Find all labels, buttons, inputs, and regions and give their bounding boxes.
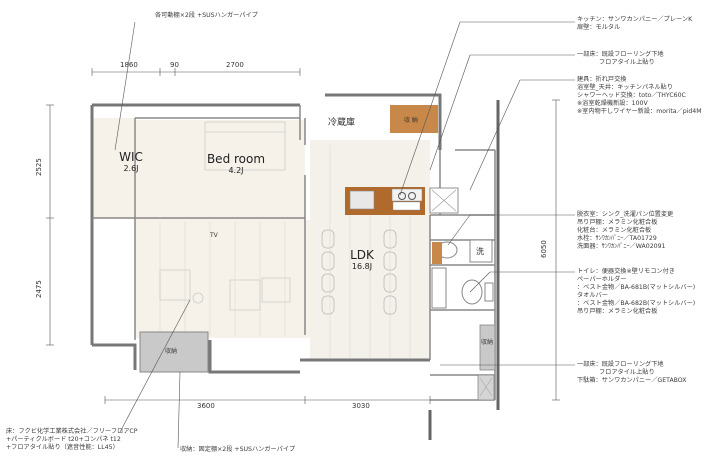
room-area: 2.6J bbox=[123, 164, 139, 173]
note-line: タオルバー bbox=[577, 292, 608, 299]
room-name: WIC bbox=[119, 150, 143, 164]
note-bath: 建具：折れ戸交換 浴室壁_天井：キッチンパネル貼り シャワーヘッド交換：toto… bbox=[577, 76, 702, 116]
storage-label: 収 納 bbox=[404, 117, 418, 124]
note-floor-2: 一部床：既設フローリング下地 フロアタイル上貼り 下駄箱：サンワカンパニー／GE… bbox=[577, 361, 687, 385]
storage-gray-box bbox=[139, 331, 209, 373]
room-bedroom: Bed room 4.2J bbox=[200, 152, 272, 176]
note-line: 水栓：ｻﾝﾜｶﾝﾊﾟﾆｰ／TA01729 bbox=[577, 235, 657, 242]
room-name: LDK bbox=[350, 248, 374, 262]
dim-right: 6050 bbox=[540, 240, 548, 258]
note-storage: 収納：固定棚×2段 +SUSハンガーパイプ bbox=[180, 446, 296, 453]
dim-left-2: 2475 bbox=[35, 280, 43, 298]
tv-label: TV bbox=[210, 232, 218, 239]
washer-label: 洗 bbox=[476, 247, 484, 256]
note-line: 浴室壁_天井：キッチンパネル貼り bbox=[577, 84, 673, 91]
note-line: 一部床：既設フローリング下地 bbox=[577, 361, 664, 368]
note-top-center: 各可動棚×2段 +SUSハンガーパイプ bbox=[155, 12, 258, 19]
note-line: 吊り戸棚：メラミン化粧合板 bbox=[577, 219, 658, 226]
dim-top-3: 2700 bbox=[226, 61, 244, 69]
note-line: 扉壁：モルタル bbox=[577, 24, 621, 31]
note-washroom: 脱衣室：シンク_洗濯パン位置変更 吊り戸棚：メラミン化粧合板 化粧台：メラミン化… bbox=[577, 211, 673, 251]
note-line: キッチン：サンワカンパニー／プレーンK bbox=[577, 16, 693, 23]
note-line: 洗面器：ｻﾝﾜｶﾝﾊﾟﾆｰ／WA02091 bbox=[577, 243, 666, 250]
note-line: 脱衣室：シンク_洗濯パン位置変更 bbox=[577, 211, 674, 218]
note-line: 建具：折れ戸交換 bbox=[577, 76, 627, 83]
note-line: フロアタイル上貼り bbox=[599, 59, 655, 66]
room-area: 4.2J bbox=[228, 166, 244, 175]
note-line: ※浴室乾燥機新設：100V bbox=[577, 100, 648, 107]
wic-floor bbox=[92, 118, 134, 218]
note-line: ：ベスト金物／BA-681B(マットシルバー) bbox=[577, 284, 696, 291]
note-line: トイレ：便器交換※壁リモコン付き bbox=[577, 268, 675, 275]
storage-label-2: 収納 bbox=[165, 348, 178, 355]
dim-top-1: 1860 bbox=[120, 61, 138, 69]
storage-box bbox=[390, 105, 438, 133]
note-line: +フロアタイル貼り（遮音性能：LL45） bbox=[6, 444, 119, 451]
note-line: ペーパーホルダー bbox=[577, 276, 627, 283]
living-floor bbox=[135, 220, 310, 338]
fridge-label: 冷蔵庫 bbox=[328, 118, 356, 128]
note-line: +パーティクルボード t20+コンパネ t12 bbox=[6, 436, 121, 443]
note-line: シャワーヘッド交換：toto／THYC60C bbox=[577, 92, 686, 99]
dim-left-1: 2525 bbox=[35, 158, 43, 176]
room-wic: WIC 2.6J bbox=[106, 150, 156, 174]
note-line: フロアタイル上貼り bbox=[599, 369, 655, 376]
note-line: 床：フクビ化学工業株式会社／フリーフロアCP bbox=[6, 428, 138, 435]
note-line: 一部床：既設フローリング下地 bbox=[577, 51, 664, 58]
note-line: 化粧台：メラミン化粧合板 bbox=[577, 227, 652, 234]
note-line: ※室内物干しワイヤー新設：morita／pid4M bbox=[577, 108, 702, 115]
room-name: Bed room bbox=[206, 152, 266, 166]
dim-bottom-2: 3030 bbox=[352, 402, 370, 410]
note-kitchen: キッチン：サンワカンパニー／プレーンK 扉壁：モルタル bbox=[577, 16, 692, 32]
note-line: 下駄箱：サンワカンパニー／GETABOX bbox=[577, 377, 687, 384]
room-area: 16.8J bbox=[351, 262, 373, 271]
room-ldk: LDK 16.8J bbox=[340, 248, 384, 272]
note-floor-spec: 床：フクビ化学工業株式会社／フリーフロアCP +パーティクルボード t20+コン… bbox=[6, 428, 137, 452]
dim-top-2: 90 bbox=[170, 61, 179, 69]
note-line: 吊り戸棚：メラミン化粧合板 bbox=[577, 308, 658, 315]
note-line: ：ベスト金物／BA-682B(マットシルバー) bbox=[577, 300, 696, 307]
note-toilet: トイレ：便器交換※壁リモコン付き ペーパーホルダー ：ベスト金物／BA-681B… bbox=[577, 268, 695, 316]
dim-bottom-1: 3600 bbox=[197, 402, 215, 410]
note-floor-1: 一部床：既設フローリング下地 フロアタイル上貼り bbox=[577, 51, 664, 67]
storage-label-3: 収納 bbox=[481, 339, 494, 346]
